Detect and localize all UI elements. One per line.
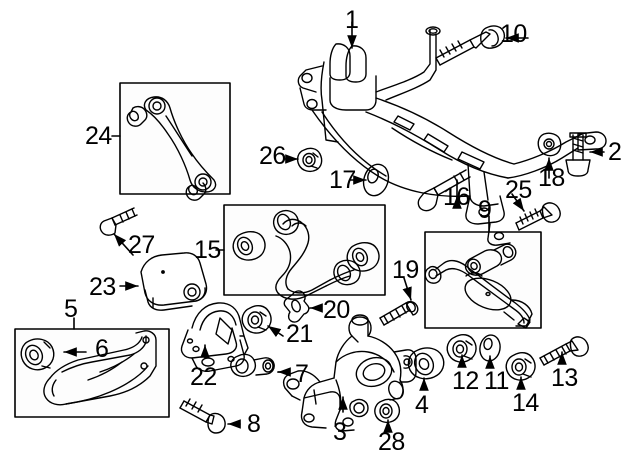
- part-4-bushing: [407, 347, 445, 380]
- callout-label-16: 16: [443, 183, 470, 211]
- leader-19: [402, 277, 412, 301]
- callout-label-1: 1: [345, 6, 359, 34]
- callout-label-25: 25: [505, 176, 532, 204]
- part-5-trailing-arm: [20, 330, 157, 406]
- callout-label-20: 20: [323, 296, 350, 324]
- callout-label-19: 19: [392, 256, 419, 284]
- part-19-stud-bolt: [379, 300, 419, 326]
- part-3-knuckle: [282, 314, 417, 432]
- callout-label-22: 22: [190, 363, 217, 391]
- group-box-9: [424, 231, 542, 329]
- part-15-upper-control-arm: [232, 209, 380, 300]
- callout-label-15: 15: [194, 236, 221, 264]
- callout-label-3: 3: [333, 418, 347, 446]
- callout-label-27: 27: [128, 231, 155, 259]
- part-25-long-bolt: [515, 202, 561, 231]
- callout-label-4: 4: [415, 391, 429, 419]
- part-13-long-bolt: [539, 336, 589, 366]
- callout-label-18: 18: [538, 164, 565, 192]
- callout-label-24: 24: [85, 122, 112, 150]
- part-2-bolt: [565, 132, 591, 177]
- callout-label-14: 14: [512, 389, 539, 417]
- part-8-bolt: [179, 398, 226, 434]
- part-21-nut: [241, 304, 272, 334]
- callout-label-10: 10: [500, 20, 527, 48]
- group-box-24: [119, 82, 231, 195]
- callout-label-17: 17: [329, 166, 356, 194]
- callout-label-13: 13: [551, 364, 578, 392]
- part-18-nut: [537, 132, 562, 157]
- callout-label-8: 8: [247, 410, 261, 438]
- part-28-plug: [374, 398, 401, 424]
- callout-label-5: 5: [64, 295, 78, 323]
- part-9-lower-control-arm: [424, 243, 533, 329]
- callout-label-11: 11: [484, 367, 509, 395]
- part-7-bolt: [230, 353, 275, 378]
- part-24-lateral-link: [126, 96, 217, 201]
- leader-27: [113, 233, 134, 256]
- callout-label-23: 23: [89, 273, 116, 301]
- callout-label-12: 12: [452, 367, 479, 395]
- callout-label-28: 28: [378, 428, 405, 456]
- leader-25: [511, 193, 525, 212]
- callout-label-7: 7: [295, 360, 309, 388]
- part-20-retainer-clip: [283, 290, 310, 323]
- leader-21: [267, 325, 284, 338]
- part-10-flange-bolt: [435, 25, 506, 66]
- part-14-nut: [505, 351, 536, 381]
- callout-label-9: 9: [478, 196, 492, 224]
- part-23-mount-cover: [140, 252, 208, 311]
- part-16-bolt: [417, 169, 471, 212]
- part-26-nut: [296, 147, 323, 173]
- group-box-5: [14, 328, 170, 418]
- callout-label-6: 6: [95, 335, 109, 363]
- callout-label-21: 21: [286, 320, 313, 348]
- callout-label-2: 2: [608, 138, 622, 166]
- callout-label-26: 26: [259, 142, 286, 170]
